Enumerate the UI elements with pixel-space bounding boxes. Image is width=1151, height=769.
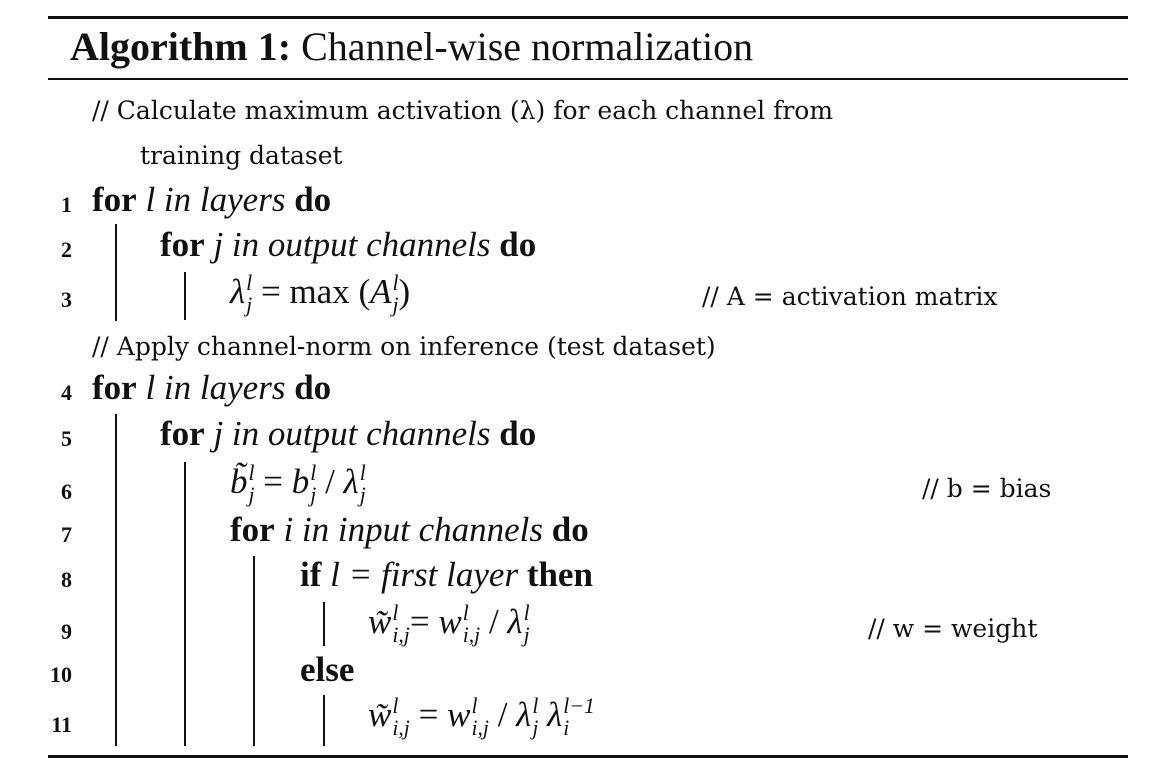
line-number-2: 2	[61, 237, 72, 262]
comment-activation-matrix: // A = activation matrix	[702, 282, 998, 311]
kw-if: if	[300, 555, 322, 594]
kw-else: else	[300, 650, 355, 689]
max-operator: max	[289, 272, 350, 311]
code-line-10: else	[300, 650, 354, 690]
line-number-7: 7	[61, 522, 72, 547]
line-number-1: 1	[61, 192, 72, 217]
expr-line-2: j in output channels	[213, 225, 491, 264]
divide-slash: /	[488, 602, 499, 641]
line-number-3: 3	[61, 287, 72, 312]
code-line-2: for j in output channels do	[160, 225, 536, 265]
top-rule	[48, 16, 1128, 19]
lambda-symbol: λ	[507, 602, 523, 641]
expr-line-8: l = first layer	[330, 555, 519, 594]
line-number-6: 6	[61, 479, 72, 504]
kw-do: do	[294, 180, 332, 219]
weight-tilde-symbol: w̃	[368, 602, 392, 641]
code-line-1: for l in layers do	[92, 180, 331, 220]
line-number-9: 9	[61, 619, 72, 644]
algorithm-title: Algorithm 1: Channel-wise normalization	[70, 20, 753, 74]
expr-line-1: l in layers	[145, 180, 286, 219]
comment-apply: // Apply channel-norm on inference (test…	[92, 332, 716, 361]
lambda-prev-symbol: λ	[547, 695, 563, 734]
bias-symbol: b	[291, 462, 310, 501]
code-line-8: if l = first layer then	[300, 555, 593, 595]
kw-then: then	[526, 555, 593, 594]
lambda-symbol: λ	[516, 695, 532, 734]
lambda-symbol: λ	[343, 462, 359, 501]
expr-line-4: l in layers	[145, 368, 286, 407]
expr-line-7: i in input channels	[283, 510, 544, 549]
code-line-4: for l in layers do	[92, 368, 331, 408]
comment-calc-line1: // Calculate maximum activation (λ) for …	[92, 96, 834, 125]
header-rule	[48, 78, 1128, 80]
kw-for: for	[92, 180, 137, 219]
line-number-4: 4	[61, 380, 72, 405]
code-line-5: for j in output channels do	[160, 414, 536, 454]
bottom-rule	[48, 755, 1128, 758]
algorithm-label: Algorithm 1:	[70, 24, 292, 69]
kw-do: do	[499, 225, 537, 264]
equals-sign: =	[263, 462, 284, 501]
code-line-7: for i in input channels do	[230, 510, 589, 550]
lambda-symbol: λ	[230, 272, 246, 311]
line-number-5: 5	[61, 426, 72, 451]
block-guide-loop1	[115, 224, 117, 321]
block-guide-loop2	[184, 272, 186, 320]
comment-weight: // w = weight	[868, 614, 1038, 643]
kw-for: for	[160, 414, 205, 453]
kw-for: for	[230, 510, 275, 549]
weight-symbol: w	[447, 695, 471, 734]
kw-for: for	[92, 368, 137, 407]
block-guide-loop4	[115, 414, 117, 746]
weight-tilde-symbol: w̃	[368, 695, 392, 734]
line-number-11: 11	[51, 712, 72, 737]
divide-slash: /	[325, 462, 335, 501]
kw-for: for	[160, 225, 205, 264]
block-guide-loop5	[184, 462, 186, 746]
expr-line-5: j in output channels	[213, 414, 491, 453]
algorithm-name: Channel-wise normalization	[301, 24, 754, 69]
line-number-8: 8	[61, 567, 72, 592]
block-guide-else	[323, 695, 325, 746]
equals-sign: =	[260, 272, 281, 311]
bias-tilde-symbol: b̃	[230, 462, 248, 501]
line-number-10: 10	[50, 662, 72, 687]
equals-sign: =	[409, 602, 430, 641]
kw-do: do	[499, 414, 537, 453]
equals-sign: =	[418, 695, 439, 734]
block-guide-then	[323, 602, 325, 646]
comment-calc-line2: training dataset	[140, 141, 343, 170]
activation-symbol: A	[370, 272, 392, 311]
divide-slash: /	[497, 695, 508, 734]
block-guide-loop7	[253, 556, 255, 746]
kw-do: do	[294, 368, 332, 407]
comment-bias: // b = bias	[922, 474, 1052, 503]
weight-symbol: w	[438, 602, 462, 641]
kw-do: do	[551, 510, 589, 549]
